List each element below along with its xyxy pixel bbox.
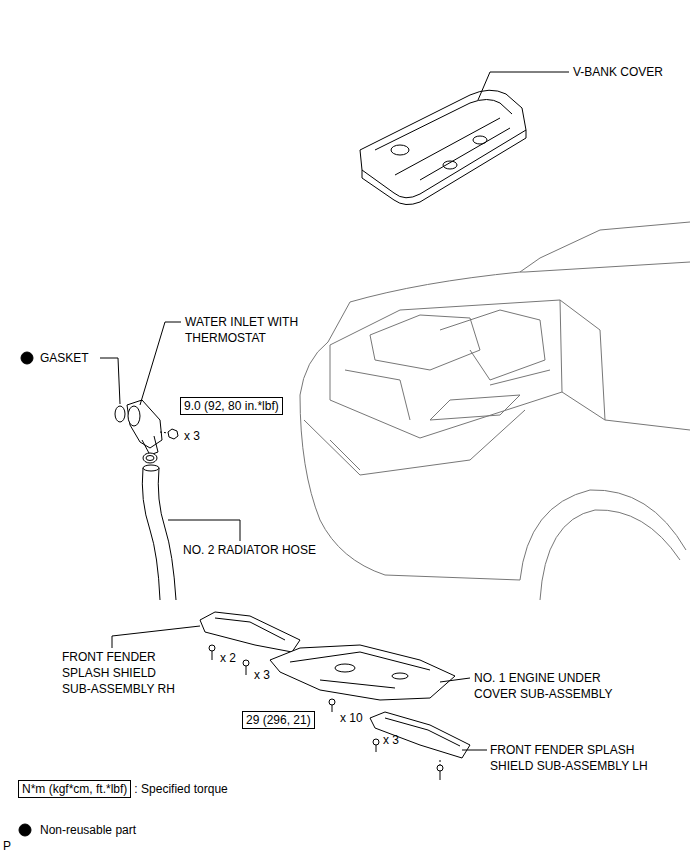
leader-line [478,72,569,100]
leader-line [140,322,181,405]
splash-shield-lh [370,712,470,780]
part-name: WATER INLET WITH THERMOSTAT [185,314,325,346]
leader-line [440,678,470,682]
torque-value: 9.0 (92, 80 in.*lbf) [184,399,279,413]
quantity: x 2 [220,650,236,666]
quantity: x 3 [254,667,270,683]
part-name: FRONT FENDER SPLASH SHIELD SUB-ASSEMBLY … [62,649,177,697]
part-name: NO. 1 ENGINE UNDER COVER SUB-ASSEMBLY [474,670,629,702]
leader-line [168,520,240,541]
leader-line [462,750,487,751]
quantity: x 10 [340,710,363,726]
torque-value: N*m (kgf*cm, ft.*lbf) [22,782,127,796]
torque-value: 29 (296, 21) [246,713,311,727]
v-bank-cover [360,90,526,204]
quantity: x 3 [383,732,399,748]
leader-line [100,358,120,404]
part-name: FRONT FENDER SPLASH SHIELD SUB-ASSEMBLY … [490,742,668,774]
part-name: NO. 2 RADIATOR HOSE [183,542,316,558]
legend-text: Non-reusable part [40,823,136,837]
part-name: GASKET [40,350,89,366]
nut-symbol [160,429,178,439]
torque-box: 29 (296, 21) [242,711,315,729]
leader-line [112,626,200,648]
gasket [115,406,125,422]
non-reusable-mark [19,824,31,836]
water-inlet [127,400,162,463]
vehicle-outline [300,222,690,600]
non-reusable-mark [21,352,33,364]
torque-box: 9.0 (92, 80 in.*lbf) [180,397,283,415]
quantity: x 3 [184,428,200,444]
legend-entry: : Specified torque [134,781,227,797]
figure-code: P [3,838,11,854]
part-name: V-BANK COVER [573,64,663,80]
radiator-hose [142,465,176,600]
legend-text: : Specified torque [134,782,227,796]
torque-legend-box: N*m (kgf*cm, ft.*lbf) [18,780,131,798]
engine-under-cover [270,645,455,712]
legend-entry: Non-reusable part [40,822,136,838]
